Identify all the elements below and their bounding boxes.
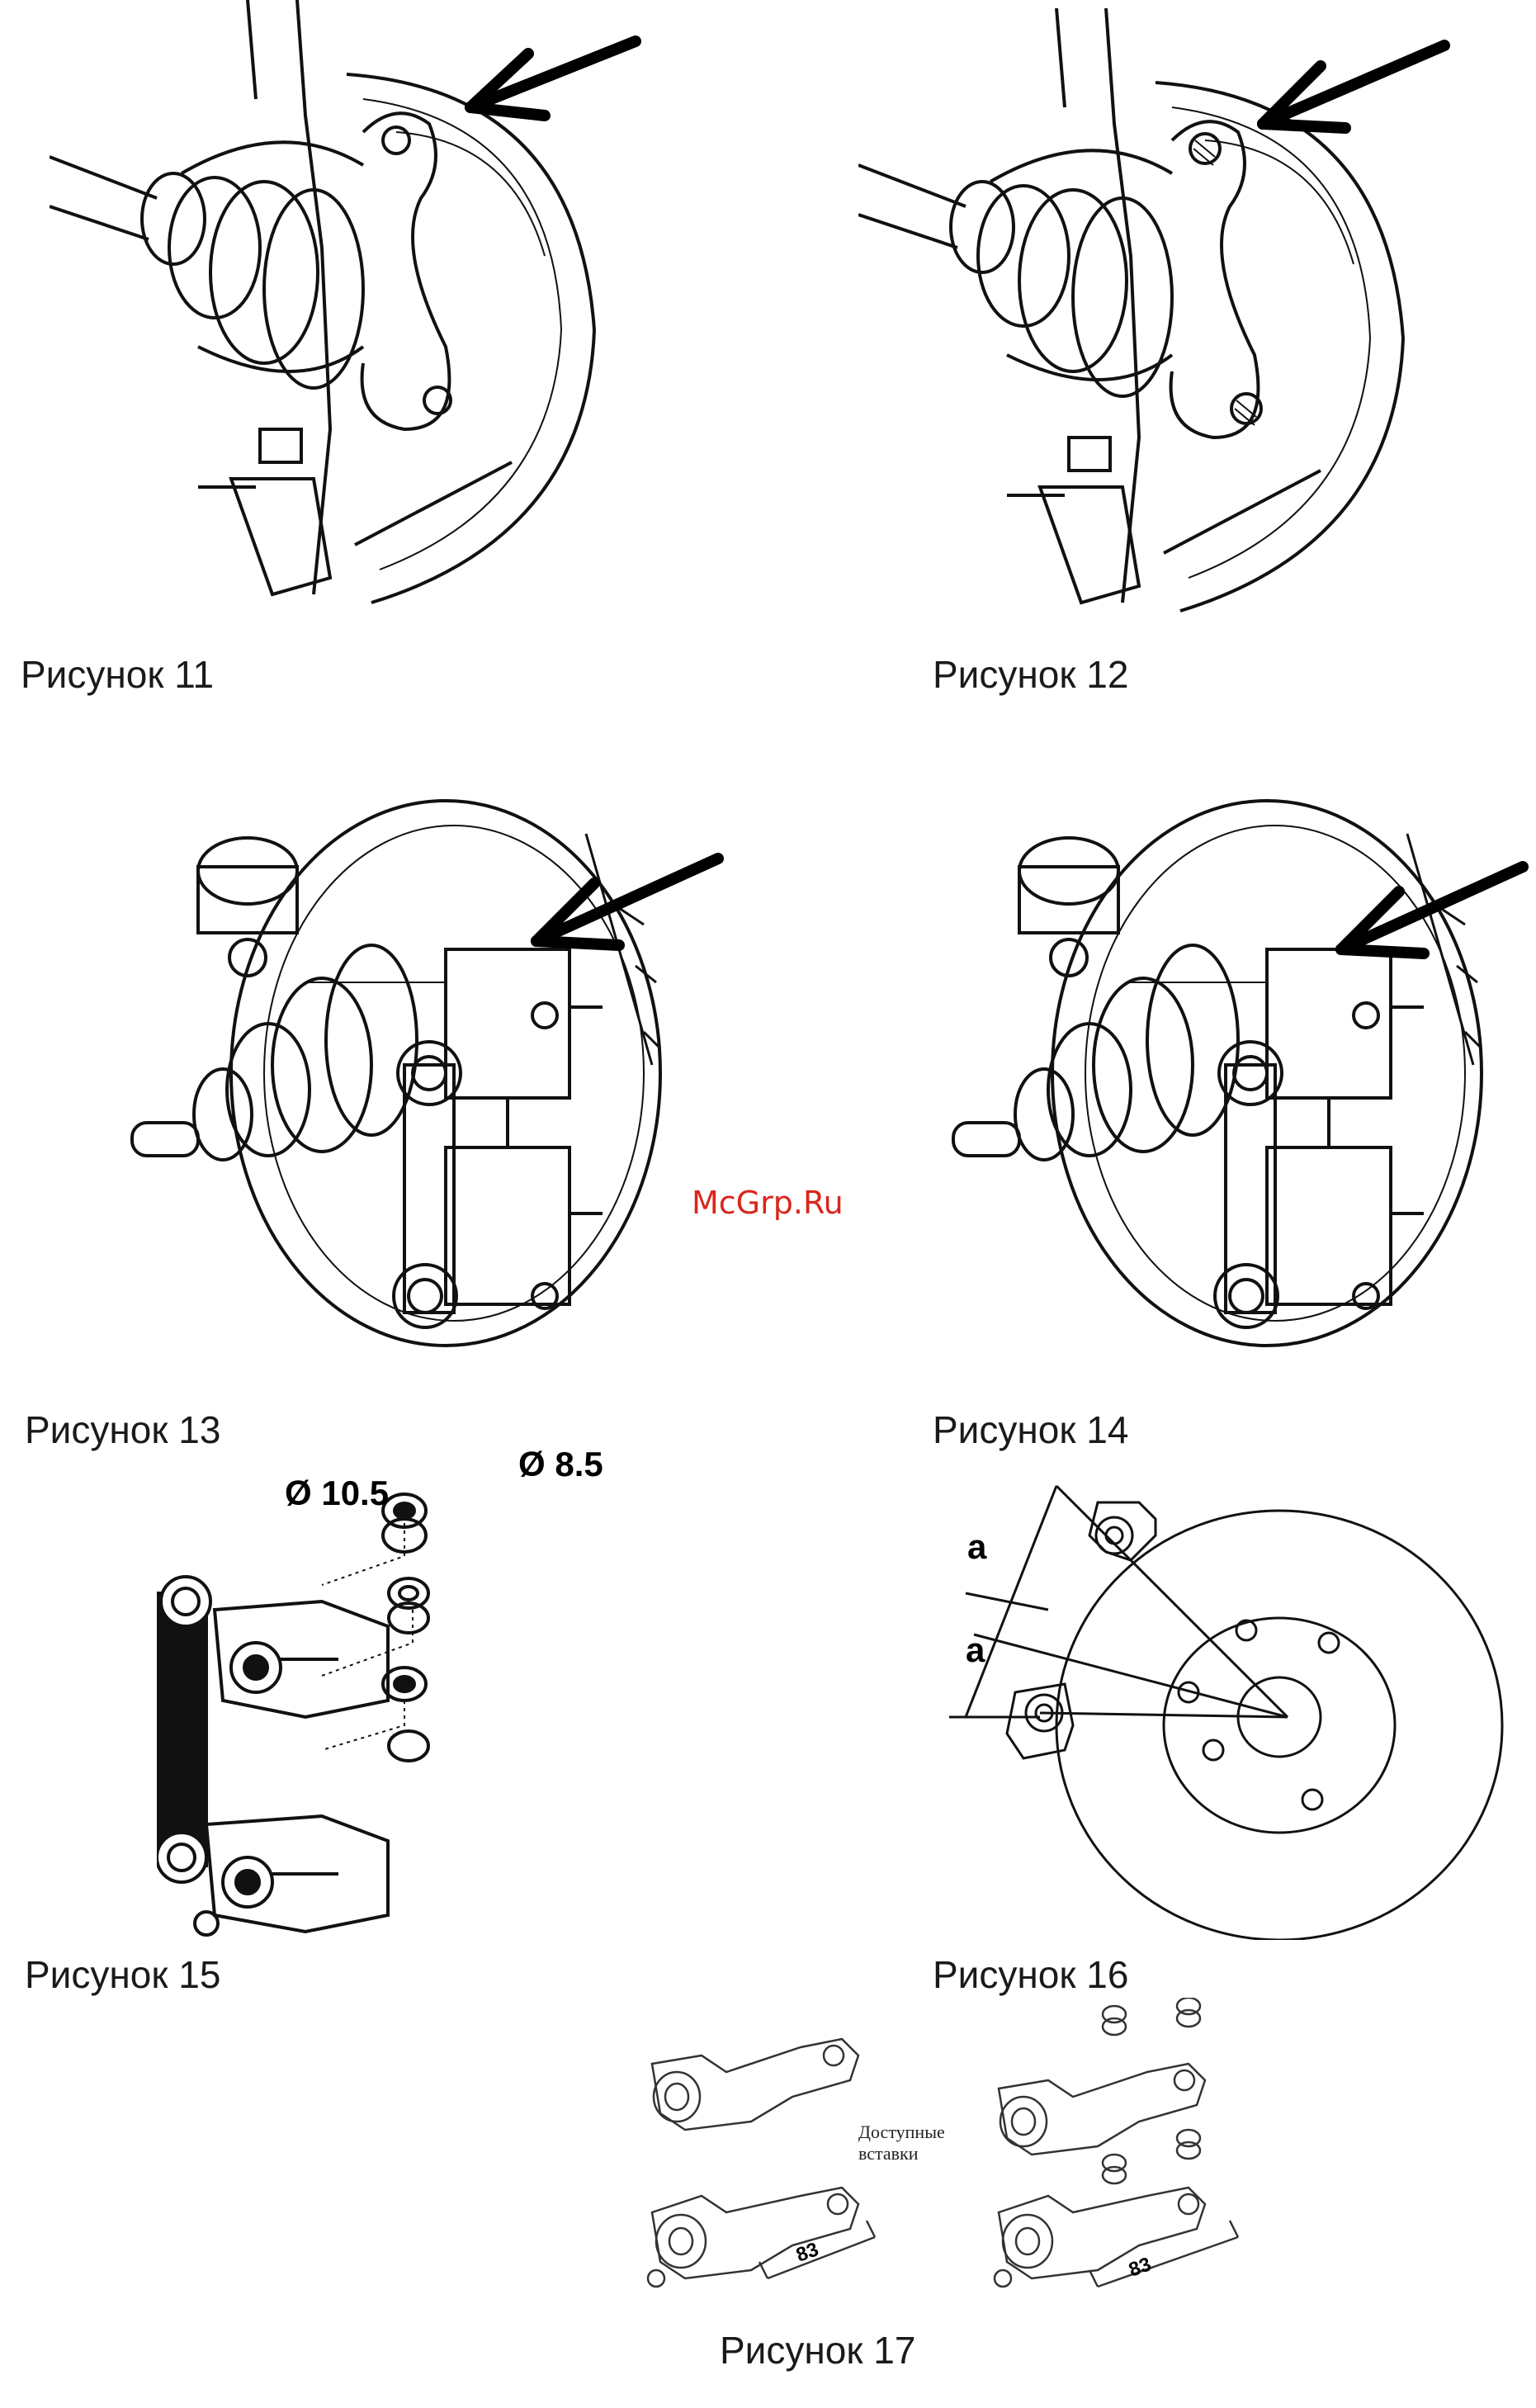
figure-14-caption: Рисунок 14 xyxy=(933,1407,1128,1452)
figure-11-drawing xyxy=(50,0,644,627)
watermark: McGrp.Ru xyxy=(692,1185,844,1221)
figure-15-drawing xyxy=(157,1478,553,1940)
figure-13-drawing xyxy=(124,718,735,1362)
available-inserts-line1: Доступные xyxy=(858,2122,945,2143)
figure-12-caption: Рисунок 12 xyxy=(933,652,1128,697)
figure-13-caption: Рисунок 13 xyxy=(25,1407,220,1452)
figure-11-caption: Рисунок 11 xyxy=(21,652,214,697)
dimension-a-lower: a xyxy=(966,1630,985,1670)
available-inserts-label: Доступные вставки xyxy=(858,2122,945,2164)
figure-14-drawing xyxy=(945,718,1536,1362)
figure-12-drawing xyxy=(858,8,1453,636)
figure-17-right-drawing xyxy=(982,1998,1255,2311)
figure-16-drawing xyxy=(949,1478,1536,1940)
diameter-8-5-label: Ø 8.5 xyxy=(518,1445,603,1484)
available-inserts-line2: вставки xyxy=(858,2143,945,2164)
figure-17-caption: Рисунок 17 xyxy=(720,2328,915,2373)
figure-17-left-drawing xyxy=(636,2031,883,2311)
diameter-10-5-label: Ø 10.5 xyxy=(285,1474,389,1513)
figure-15-caption: Рисунок 15 xyxy=(25,1952,220,1997)
dimension-a-upper: a xyxy=(967,1527,986,1567)
figure-16-caption: Рисунок 16 xyxy=(933,1952,1128,1997)
